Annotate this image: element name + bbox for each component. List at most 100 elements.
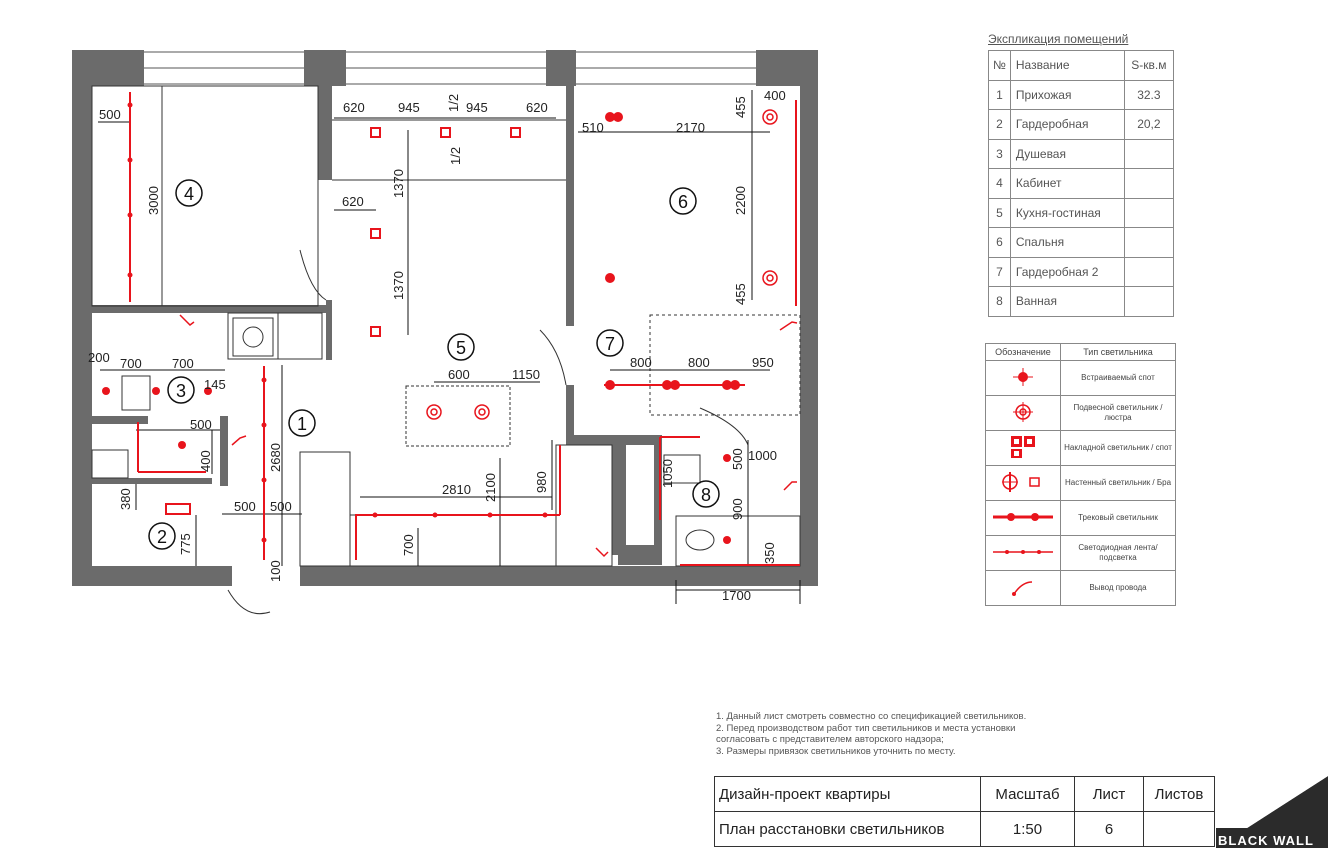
dim-label: 500 [730,448,745,470]
floor-plan: 1 2 3 4 5 6 7 8 620 945 1/2 945 620 1/2 … [72,50,818,615]
dim-label: 950 [752,355,774,370]
room-markers [148,179,720,550]
dim-label: 945 [398,100,420,115]
row-name: Спальня [1009,227,1125,258]
room-number-3: 3 [176,381,186,401]
room-number-2: 2 [157,527,167,547]
scale-value: 1:50 [980,811,1075,847]
dim-label: 700 [120,356,142,371]
dim-label: 3000 [146,186,161,215]
row-num: 1 [988,79,1011,110]
row-name: Прихожая [1009,79,1125,110]
dim-label: 2100 [483,473,498,502]
pendant-lights [426,109,778,420]
surface-light-icon [1011,436,1035,458]
wall-light-icon [1002,472,1040,492]
sheet-value: 6 [1074,811,1144,847]
room-numbers: 1 2 3 4 5 6 7 8 [157,184,711,547]
legend-label: Встраиваемый спот [1060,360,1176,396]
wire-outlet-icon [1012,581,1033,596]
partitions [91,85,801,615]
legend-row: Встраиваемый спот [985,360,1176,396]
dim-label: 1150 [512,367,540,382]
drawing-title: План расстановки светильников [714,811,981,847]
sheets-value [1143,811,1215,847]
explication-title: Экспликация помещений [988,32,1129,46]
row-name: Ванная [1009,286,1125,317]
dim-label: 980 [534,471,549,493]
row-name: Душевая [1009,138,1125,169]
row-name: Гардеробная [1009,109,1125,140]
dim-label: 2680 [268,443,283,472]
legend-header: Обозначение Тип светильника [985,343,1176,361]
row-num: 7 [988,256,1011,287]
row-num: 5 [988,197,1011,228]
dimension-lines [98,90,801,604]
dim-label: 900 [730,498,745,520]
legend-row: Настенный светильник / Бра [985,465,1176,501]
dim-label: 1000 [748,448,777,463]
legend-row: Вывод провода [985,570,1176,606]
room-number-7: 7 [605,334,615,354]
title-block: Дизайн-проект квартиры Масштаб Лист Лист… [714,776,1215,847]
legend-label: Трековый светильник [1060,500,1176,536]
sheets-label: Листов [1143,776,1215,812]
dim-label: 455 [733,96,748,118]
dim-label: 400 [764,88,786,103]
dim-label: 455 [733,283,748,305]
row-area [1123,227,1174,258]
room-number-4: 4 [184,184,194,204]
dim-label: 700 [401,534,416,556]
dim-label: 1700 [722,588,751,603]
legend-header-type: Тип светильника [1060,343,1176,361]
windows [144,51,756,85]
logo-text: BLACK WALL [1218,833,1314,848]
notes: 1. Данный лист смотреть совместно со спе… [716,711,1026,757]
dim-label: 200 [88,350,110,365]
note-line: 3. Размеры привязок светильников уточнит… [716,745,956,757]
recessed-spot-icon [1013,368,1033,386]
legend-row: Накладной светильник / спот [985,430,1176,466]
dim-label: 620 [526,100,548,115]
note-line: согласовать с представителем авторского … [716,734,944,745]
dim-label: 400 [198,450,213,472]
dim-label: 620 [343,100,365,115]
dim-label: 2200 [733,186,748,215]
surface-spots [165,127,521,515]
room-number-8: 8 [701,485,711,505]
dim-label: 145 [204,377,226,392]
dim-label: 1370 [391,169,406,198]
scale-label: Масштаб [980,776,1075,812]
wire-outlets [179,314,798,558]
row-num: 3 [988,138,1011,169]
row-area: 32.3 [1123,79,1174,110]
dim-label: 2170 [676,120,705,135]
row-area [1123,138,1174,169]
header-num: № [988,50,1011,81]
room-number-5: 5 [456,338,466,358]
row-area [1123,197,1174,228]
note-line: 2. Перед производством работ тип светиль… [716,722,1016,734]
table-header-row: № Название S-кв.м [988,50,1174,81]
dim-label: 510 [582,120,604,135]
row-area [1123,286,1174,317]
legend-label: Светодиодная лента/ подсветка [1060,535,1176,571]
legend-table: Обозначение Тип светильника Встраиваемый… [985,343,1176,606]
row-name: Кухня-гостиная [1009,197,1125,228]
dim-label: 600 [448,367,470,382]
legend-label: Накладной светильник / спот [1060,430,1176,466]
row-name: Кабинет [1009,168,1125,199]
room-number-6: 6 [678,192,688,212]
track-light-icon [993,513,1053,521]
row-num: 6 [988,227,1011,258]
legend-label: Вывод провода [1060,570,1176,606]
led-strip-points [127,102,548,543]
